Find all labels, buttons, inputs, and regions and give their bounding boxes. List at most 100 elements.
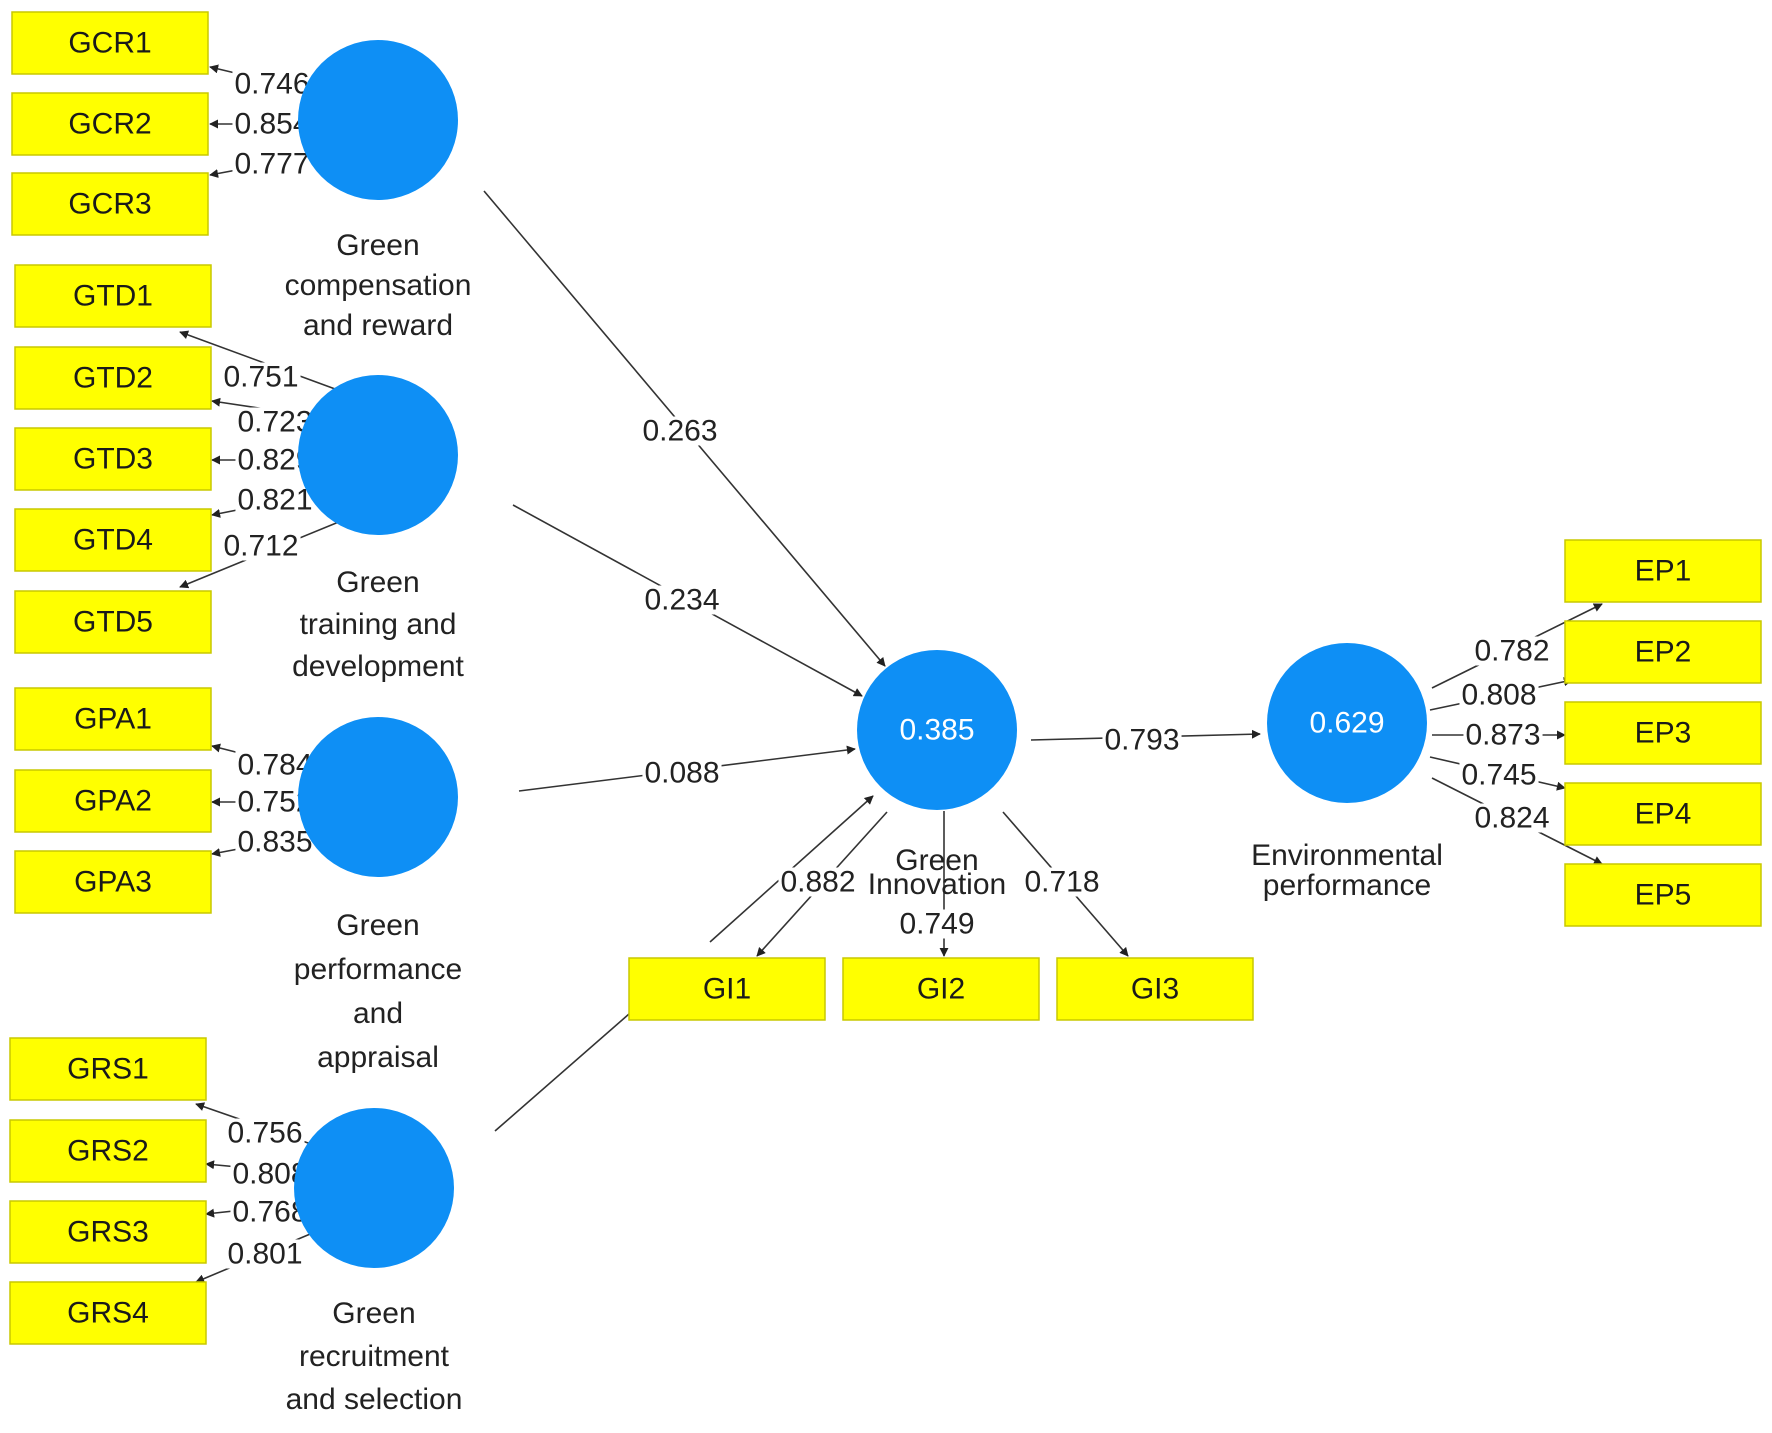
indicator-grs2[interactable]: GRS2: [9, 1119, 207, 1183]
indicator-label: GPA2: [74, 785, 152, 818]
path-gcr-to-gi-coefficient-bg: [640, 416, 720, 446]
indicator-gtd2[interactable]: GTD2: [14, 346, 212, 410]
indicator-box: [14, 264, 212, 328]
indicator-label: GRS4: [67, 1297, 149, 1330]
weight-labels-layer: 0.2630.2340.0880.7930.7460.8540.7770.751…: [221, 68, 1552, 1271]
indicator-gcr1[interactable]: GCR1: [11, 11, 209, 75]
loading-gpa3-value: 0.835: [237, 826, 312, 859]
loading-ep3-value-bg: [1463, 720, 1543, 750]
indicator-gtd5[interactable]: GTD5: [14, 590, 212, 654]
indicator-ep3[interactable]: EP3: [1564, 701, 1762, 765]
loading-ep2-value: 0.808: [1461, 679, 1536, 712]
path-gpa-to-gi-coefficient: 0.088: [644, 757, 719, 790]
construct-name-line: and: [353, 997, 403, 1030]
loading-ep5-value-bg: [1472, 803, 1552, 833]
indicator-box: [11, 11, 209, 75]
loading-gcr2-value: 0.854: [234, 108, 309, 141]
indicator-gi1[interactable]: GI1: [628, 957, 826, 1021]
indicator-box: [1564, 782, 1762, 846]
indicator-gcr2[interactable]: GCR2: [11, 92, 209, 156]
indicator-box: [1056, 957, 1254, 1021]
loading-gtd5-value-bg: [221, 531, 301, 561]
indicator-gpa3[interactable]: GPA3: [14, 850, 212, 914]
indicator-box: [1564, 620, 1762, 684]
indicator-gi3[interactable]: GI3: [1056, 957, 1254, 1021]
indicator-gpa1[interactable]: GPA1: [14, 687, 212, 751]
construct-circle: [298, 375, 458, 535]
construct-circle: [857, 650, 1017, 810]
construct-name-line: performance: [294, 953, 462, 986]
indicator-box: [1564, 539, 1762, 603]
loading-ep4-value: 0.745: [1461, 759, 1536, 792]
loading-gcr3-value-bg: [232, 149, 312, 179]
indicator-box: [628, 957, 826, 1021]
indicator-grs1[interactable]: GRS1: [9, 1037, 207, 1101]
indicator-ep1[interactable]: EP1: [1564, 539, 1762, 603]
loading-gtd5-value: 0.712: [223, 530, 298, 563]
construct-name-line: performance: [1263, 869, 1431, 902]
indicator-gtd3[interactable]: GTD3: [14, 427, 212, 491]
indicator-label: GTD2: [73, 362, 153, 395]
loading-ep5-value: 0.824: [1474, 802, 1549, 835]
indicator-gtd4[interactable]: GTD4: [14, 508, 212, 572]
loading-ep1-value-bg: [1472, 636, 1552, 666]
indicator-label: GRS2: [67, 1135, 149, 1168]
loading-gi2-value-bg: [897, 909, 977, 939]
construct-circle: [1267, 643, 1427, 803]
indicator-box: [1564, 701, 1762, 765]
indicator-grs4[interactable]: GRS4: [9, 1281, 207, 1345]
indicator-box: [11, 92, 209, 156]
indicator-box: [11, 172, 209, 236]
indicator-gi2[interactable]: GI2: [842, 957, 1040, 1021]
indicator-label: GI3: [1131, 973, 1179, 1006]
indicator-gcr3[interactable]: GCR3: [11, 172, 209, 236]
indicator-ep2[interactable]: EP2: [1564, 620, 1762, 684]
indicator-gpa2[interactable]: GPA2: [14, 769, 212, 833]
indicator-label: GTD4: [73, 524, 153, 557]
indicator-box: [9, 1200, 207, 1264]
indicator-label: GPA3: [74, 866, 152, 899]
indicator-label: GPA1: [74, 703, 152, 736]
indicator-label: GI2: [917, 973, 965, 1006]
path-gi-to-ep-coefficient: 0.793: [1104, 724, 1179, 757]
indicator-label: EP2: [1635, 636, 1692, 669]
construct-name-line: compensation: [285, 269, 472, 302]
construct-name-line: Environmental: [1251, 839, 1443, 872]
loading-gi3-value: 0.718: [1024, 866, 1099, 899]
indicator-box: [9, 1281, 207, 1345]
loading-grs1-value-bg: [225, 1118, 305, 1148]
construct-name-line: Green: [332, 1297, 415, 1330]
indicator-label: GTD5: [73, 606, 153, 639]
indicator-box: [14, 508, 212, 572]
indicator-ep4[interactable]: EP4: [1564, 782, 1762, 846]
loading-gtd1-value-bg: [221, 362, 301, 392]
loading-gi2-value: 0.749: [899, 908, 974, 941]
path-grs-to-gi-segment-1: [494, 1013, 630, 1132]
construct-name-line: Green: [336, 229, 419, 262]
indicator-ep5[interactable]: EP5: [1564, 863, 1762, 927]
loading-gcr1-value-bg: [232, 69, 312, 99]
construct-r-squared: 0.385: [899, 714, 974, 747]
indicator-gtd1[interactable]: GTD1: [14, 264, 212, 328]
loading-gpa3-value-bg: [235, 827, 315, 857]
indicator-label: GRS3: [67, 1216, 149, 1249]
loading-gi3-value-bg: [1022, 867, 1102, 897]
loading-gpa1-value: 0.784: [237, 749, 312, 782]
construct-name-line: Green: [336, 566, 419, 599]
loading-grs1-value: 0.756: [227, 1117, 302, 1150]
loading-grs3-value: 0.768: [232, 1196, 307, 1229]
indicator-box: [14, 687, 212, 751]
indicator-label: GTD1: [73, 280, 153, 313]
construct-circle: [298, 40, 458, 200]
indicator-label: EP1: [1635, 555, 1692, 588]
indicator-grs3[interactable]: GRS3: [9, 1200, 207, 1264]
